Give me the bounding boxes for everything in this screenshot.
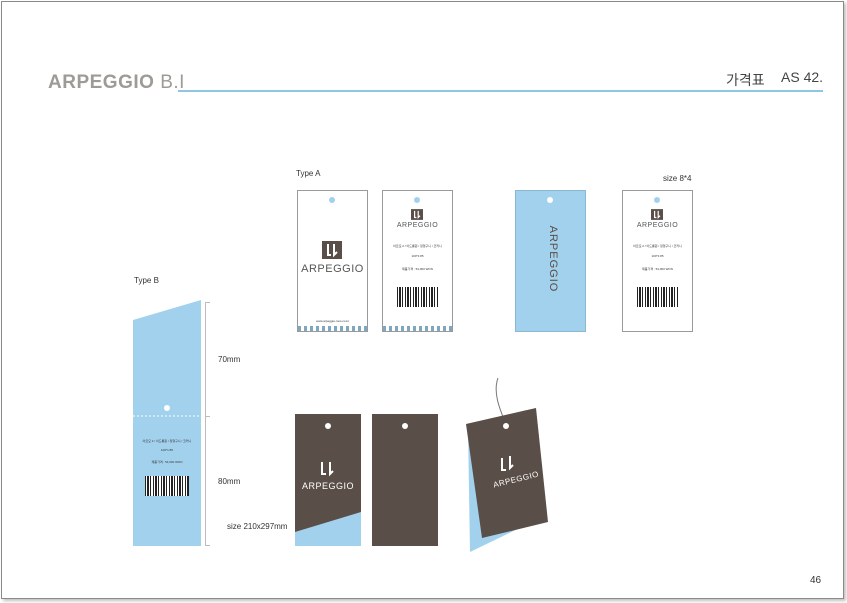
arpeggio-logo-icon	[322, 241, 342, 259]
tag-hole	[329, 197, 335, 203]
tag-footer-text: www.arpeggio-mos.co.kr	[316, 319, 349, 323]
barcode	[637, 287, 679, 307]
type-b-tag	[133, 300, 201, 546]
tag-logo-text: ARPEGGIO	[396, 222, 439, 229]
tag-hole	[547, 197, 553, 203]
type-a-back-tag: ARPEGGIO 아르모 2 / 이드롱원 / 정형구니 / 코커니 100*1…	[382, 190, 453, 332]
arpeggio-logo-icon	[651, 209, 663, 220]
tag-stripe	[298, 326, 367, 331]
brand-name: ARPEGGIO	[48, 72, 155, 93]
tag-logo-text: ARPEGGIO	[301, 263, 364, 275]
brand-suffix: B.I	[160, 72, 185, 93]
dimension-tick	[205, 416, 210, 417]
tag-stripe	[383, 326, 452, 331]
tag-price-line: 제품가격 : 54,000 WON	[402, 267, 433, 271]
small-blue-tag: ARPEGGIO	[515, 190, 586, 332]
large-tag-logo-text: ARPEGGIO	[301, 481, 354, 491]
dimension-tick	[205, 545, 210, 546]
dimension-tick	[205, 302, 210, 303]
tag-size-line: 100*1:85	[411, 254, 424, 258]
tag-logo-text: ARPEGGIO	[636, 222, 679, 229]
barcode	[397, 287, 439, 307]
large-brown-front-tag	[295, 414, 361, 546]
dim-80-label: 80mm	[218, 477, 241, 486]
dimension-line	[205, 302, 206, 546]
type-b-label: Type B	[134, 276, 159, 285]
small-white-tag: ARPEGGIO 아르모 2 / 이드롱원 / 정형구니 / 코커니 100*1…	[622, 190, 693, 332]
tag-hole	[414, 197, 420, 203]
size-large-label: size 210x297mm	[227, 522, 288, 531]
tag-price-line: 제품가격 : 54,000 WON	[642, 267, 673, 271]
page-code: AS 42.	[781, 69, 824, 85]
type-b-barcode	[145, 476, 189, 496]
dim-70-label: 70mm	[218, 355, 241, 364]
hanging-tag-mockup	[466, 377, 548, 552]
page-number: 46	[810, 575, 822, 586]
size-small-label: size 8*4	[663, 174, 692, 183]
page-label: 가격표	[726, 72, 765, 88]
large-brown-back-tag	[372, 414, 438, 546]
tag-size-line: 100*1:85	[651, 254, 664, 258]
type-a-label: Type A	[296, 169, 321, 178]
type-b-size-line: 100*1:85	[160, 448, 173, 452]
type-b-price-line: 제품가격 : 54,000 WON	[151, 460, 183, 464]
arpeggio-logo-icon	[411, 209, 423, 220]
brand-title: ARPEGGIO B.I	[48, 72, 185, 94]
tag-hole	[654, 197, 660, 203]
header-rule	[178, 90, 823, 92]
tag-product-line: 아르모 2 / 이드롱원 / 정형구니 / 코커니	[633, 244, 682, 248]
tag-logo-text-vertical: ARPEGGIO	[547, 225, 559, 293]
type-a-front-tag: ARPEGGIO www.arpeggio-mos.co.kr	[297, 190, 368, 332]
tag-product-line: 아르모 2 / 이드롱원 / 정형구니 / 코커니	[393, 244, 442, 248]
type-b-product-line: 아르모 2 / 이드롱원 / 정형구니 / 코커니	[142, 439, 192, 443]
